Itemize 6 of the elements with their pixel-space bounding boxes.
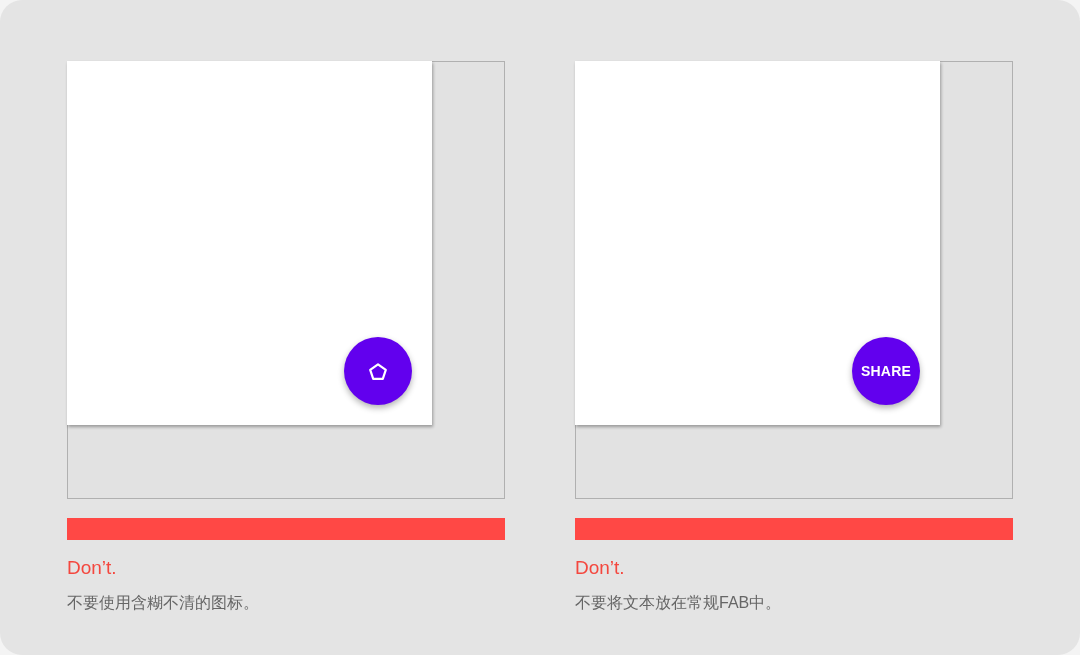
heading: Don’t. — [67, 556, 117, 580]
heading: Don’t. — [575, 556, 625, 580]
caption: 不要使用含糊不清的图标。 — [67, 593, 259, 613]
divider-bar — [67, 518, 505, 540]
caption: 不要将文本放在常规FAB中。 — [575, 593, 782, 613]
divider-bar — [575, 518, 1013, 540]
